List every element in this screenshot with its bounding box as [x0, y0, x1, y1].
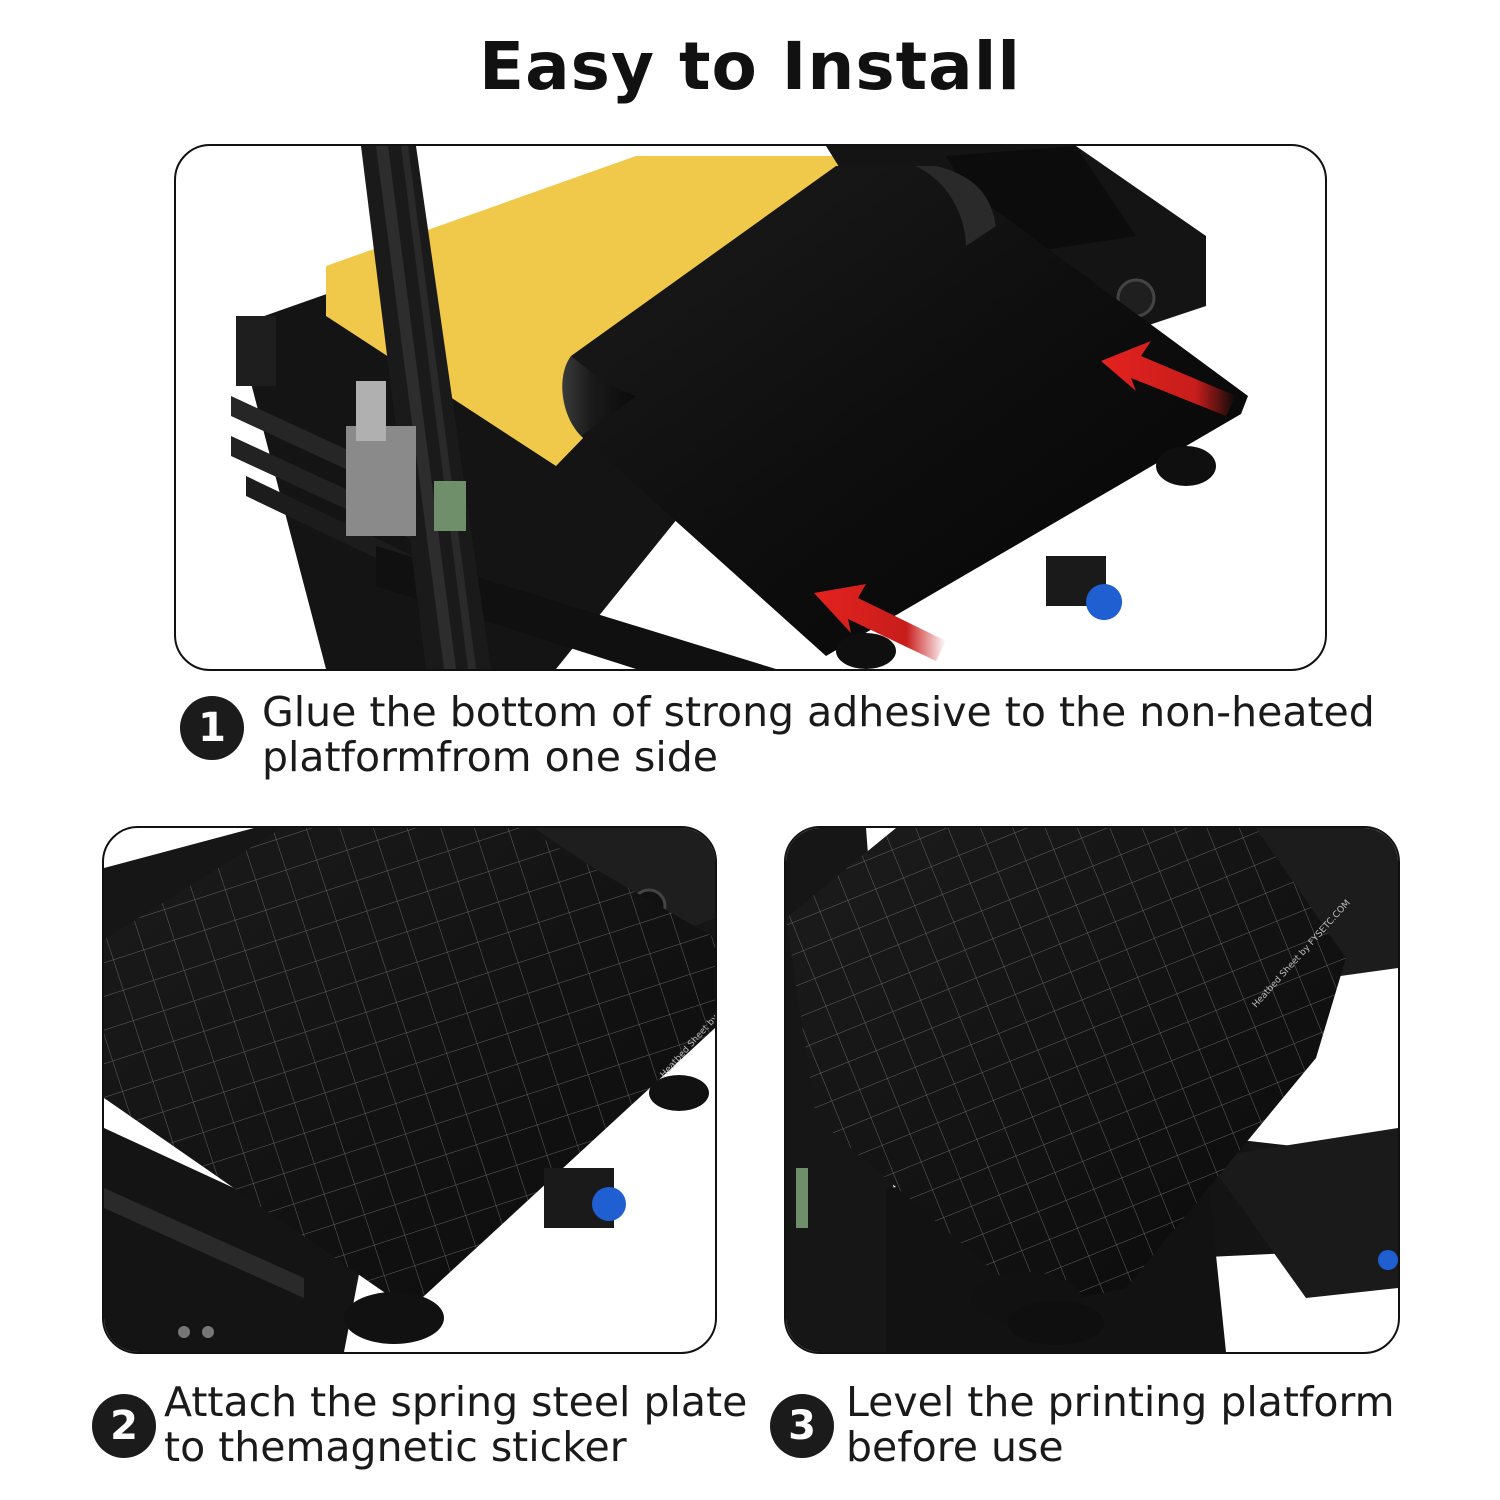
step-2-line-2: to themagnetic sticker [164, 1423, 627, 1471]
blue-knob-icon [1378, 1250, 1398, 1270]
adhesive-bed [326, 156, 856, 466]
install-image-step-2: Heatbed Sheet by FYSETC.COM [102, 826, 717, 1354]
arrow-icon [814, 584, 946, 661]
step-1-line-2: platformfrom one side [262, 733, 718, 781]
step-3: 3 Level the printing platform before use [770, 1380, 1395, 1470]
step-number-badge: 3 [770, 1394, 834, 1458]
step-3-text: Level the printing platform before use [846, 1380, 1395, 1470]
arrow-icon [1101, 341, 1236, 416]
step-2: 2 Attach the spring steel plate to thema… [92, 1380, 747, 1470]
blue-knob-icon [592, 1187, 626, 1221]
step-2-text: Attach the spring steel plate to themagn… [164, 1380, 747, 1470]
step-2-line-1: Attach the spring steel plate [164, 1378, 748, 1426]
z-axis-extrusion [346, 146, 491, 669]
sheet-curl [562, 356, 636, 436]
step-number-badge: 1 [180, 696, 244, 760]
install-image-step-3: Heatbed Sheet by FYSETC.COM [784, 826, 1400, 1354]
step-3-line-1: Level the printing platform [846, 1378, 1395, 1426]
step-3-line-2: before use [846, 1423, 1064, 1471]
step-number-badge: 2 [92, 1394, 156, 1458]
install-image-step-1 [174, 144, 1327, 671]
page-title: Easy to Install [479, 28, 1021, 105]
magnetic-sheet [571, 166, 1248, 656]
step-1: 1 Glue the bottom of strong adhesive to … [180, 690, 1375, 780]
step-1-line-1: Glue the bottom of strong adhesive to th… [262, 688, 1375, 736]
step-1-text: Glue the bottom of strong adhesive to th… [262, 690, 1375, 780]
